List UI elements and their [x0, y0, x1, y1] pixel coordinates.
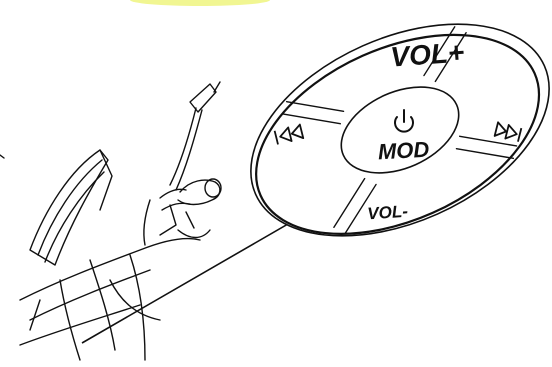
- next-track-button[interactable]: [480, 106, 540, 154]
- top-glow: [130, 0, 270, 6]
- power-icon: [394, 109, 414, 133]
- mode-label: MOD: [377, 137, 430, 165]
- previous-track-icon: [273, 123, 305, 145]
- vol-minus-label: VOL-: [367, 202, 409, 224]
- motorcycle-sketch: [0, 81, 222, 361]
- next-track-icon: [493, 121, 523, 142]
- remote-control: VOL+ VOL- MOD: [250, 23, 550, 237]
- vol-plus-label: VOL+: [389, 36, 465, 72]
